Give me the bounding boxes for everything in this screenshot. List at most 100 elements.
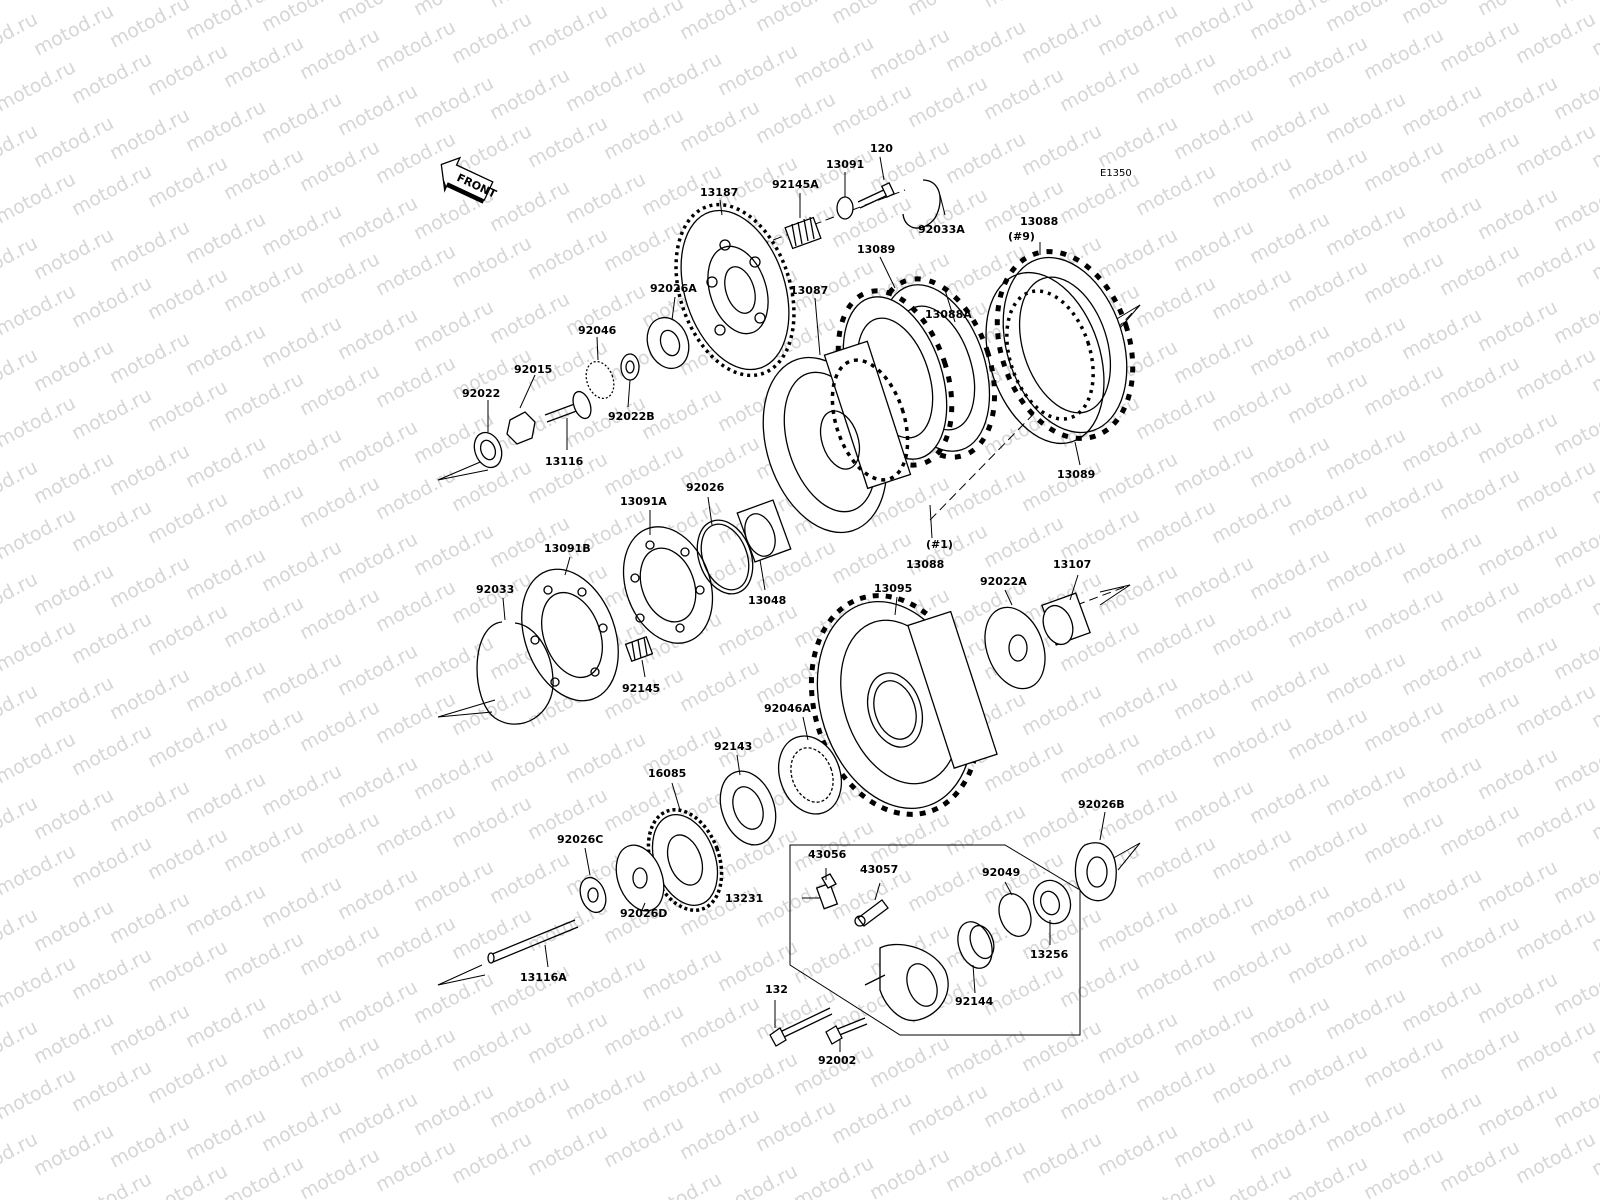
watermark-text: motod.ru — [714, 936, 801, 996]
watermark-text: motod.ru — [1170, 552, 1257, 612]
watermark-text: motod.ru — [1550, 0, 1600, 12]
watermark-text: motod.ru — [68, 160, 155, 220]
watermark-text: motod.ru — [220, 480, 307, 540]
watermark-text: motod.ru — [372, 240, 459, 300]
watermark-text: motod.ru — [220, 1040, 307, 1100]
label-132: 132 — [765, 983, 788, 996]
watermark-text: motod.ru — [296, 808, 383, 868]
watermark-text: motod.ru — [1436, 128, 1523, 188]
gasket-92026B — [1074, 842, 1117, 902]
label-13089-top: 13089 — [857, 243, 895, 256]
label-13048: 13048 — [748, 594, 786, 607]
label-92026A: 92026A — [650, 282, 697, 295]
watermark-text: motod.ru — [30, 1008, 117, 1068]
bolt-92002 — [825, 1017, 868, 1045]
cap-43057 — [854, 899, 889, 927]
watermark-text: motod.ru — [144, 824, 231, 884]
watermark-text: motod.ru — [1436, 576, 1523, 636]
watermark-text: motod.ru — [1550, 960, 1600, 1020]
watermark-text: motod.ru — [30, 1120, 117, 1180]
watermark-text: motod.ru — [1132, 160, 1219, 220]
watermark-text: motod.ru — [106, 1000, 193, 1060]
watermark-text: motod.ru — [1284, 816, 1371, 876]
watermark-text: motod.ru — [1284, 1040, 1371, 1100]
watermark-text: motod.ru — [1398, 976, 1485, 1036]
watermark-text: motod.ru — [1398, 528, 1485, 588]
watermark-text: motod.ru — [1208, 1048, 1295, 1108]
watermark-text: motod.ru — [828, 0, 915, 28]
watermark-text: motod.ru — [1512, 344, 1599, 404]
watermark-text: motod.ru — [1284, 480, 1371, 540]
watermark-text: motod.ru — [1056, 952, 1143, 1012]
watermark-text: motod.ru — [0, 392, 79, 452]
watermark-text: motod.ru — [1360, 136, 1447, 196]
label-13091: 13091 — [826, 158, 864, 171]
watermark-text: motod.ru — [600, 216, 687, 276]
watermark-text: motod.ru — [486, 0, 573, 12]
watermark-text: motod.ru — [486, 736, 573, 796]
watermark-text: motod.ru — [524, 1120, 611, 1180]
label-13107: 13107 — [1053, 558, 1091, 571]
watermark-text: motod.ru — [1398, 304, 1485, 364]
cam-plate-13091B — [521, 568, 619, 702]
watermark-text: motod.ru — [1018, 1128, 1105, 1188]
watermark-text: motod.ru — [1360, 248, 1447, 308]
label-13116: 13116 — [545, 455, 584, 468]
watermark-text: motod.ru — [486, 960, 573, 1020]
watermark-text: motod.ru — [676, 992, 763, 1052]
watermark-text: motod.ru — [410, 1080, 497, 1140]
watermark-text: motod.ru — [1322, 0, 1409, 36]
watermark-text: motod.ru — [714, 40, 801, 100]
watermark-text: motod.ru — [144, 1160, 231, 1200]
watermark-text: motod.ru — [1436, 16, 1523, 76]
watermark-text: motod.ru — [182, 880, 269, 940]
watermark-text: motod.ru — [372, 16, 459, 76]
watermark-text: motod.ru — [1322, 424, 1409, 484]
watermark-text: motod.ru — [1208, 152, 1295, 212]
watermark-text: motod.ru — [258, 424, 345, 484]
watermark-text: motod.ru — [68, 608, 155, 668]
watermark-text: motod.ru — [714, 600, 801, 660]
label-92046: 92046 — [578, 324, 617, 337]
watermark-text: motod.ru — [1208, 712, 1295, 772]
watermark-text: motod.ru — [1094, 448, 1181, 508]
watermark-text: motod.ru — [220, 704, 307, 764]
watermark-text: motod.ru — [638, 48, 725, 108]
sleeve-92143 — [719, 770, 777, 846]
watermark-text: motod.ru — [30, 560, 117, 620]
watermark-text: motod.ru — [600, 104, 687, 164]
watermark-text: motod.ru — [1512, 232, 1599, 292]
watermark-text: motod.ru — [30, 0, 117, 60]
watermark-text: motod.ru — [334, 192, 421, 252]
watermark-text: motod.ru — [410, 520, 497, 580]
watermark-text: motod.ru — [106, 0, 193, 52]
assembly-axes — [437, 189, 1141, 986]
label-92015: 92015 — [514, 363, 552, 376]
watermark-text: motod.ru — [752, 88, 839, 148]
seal-92049 — [998, 893, 1032, 937]
watermark-text: motod.ru — [0, 616, 79, 676]
bolt-132 — [769, 1007, 833, 1047]
watermark-text: motod.ru — [68, 1056, 155, 1116]
watermark-text: motod.ru — [1132, 48, 1219, 108]
watermark-text: motod.ru — [30, 448, 117, 508]
watermark-text: motod.ru — [1550, 288, 1600, 348]
watermark-text: motod.ru — [448, 8, 535, 68]
watermark-text: motod.ru — [1512, 8, 1599, 68]
watermark-text: motod.ru — [410, 0, 497, 20]
watermark-text: motod.ru — [182, 656, 269, 716]
label-13116A: 13116A — [520, 971, 567, 984]
watermark-text: motod.ru — [1132, 1056, 1219, 1116]
watermark-text: motod.ru — [1512, 680, 1599, 740]
watermark-text: motod.ru — [1474, 296, 1561, 356]
watermark-text: motod.ru — [638, 1056, 725, 1116]
watermark-text: motod.ru — [30, 224, 117, 284]
watermark-text: motod.ru — [486, 288, 573, 348]
watermark-text: motod.ru — [1360, 1144, 1447, 1200]
watermark-text: motod.ru — [0, 1064, 79, 1124]
watermark-text: motod.ru — [1284, 592, 1371, 652]
watermark-text: motod.ru — [1056, 1064, 1143, 1124]
label-92026C: 92026C — [557, 833, 603, 846]
watermark-text: motod.ru — [1018, 456, 1105, 516]
